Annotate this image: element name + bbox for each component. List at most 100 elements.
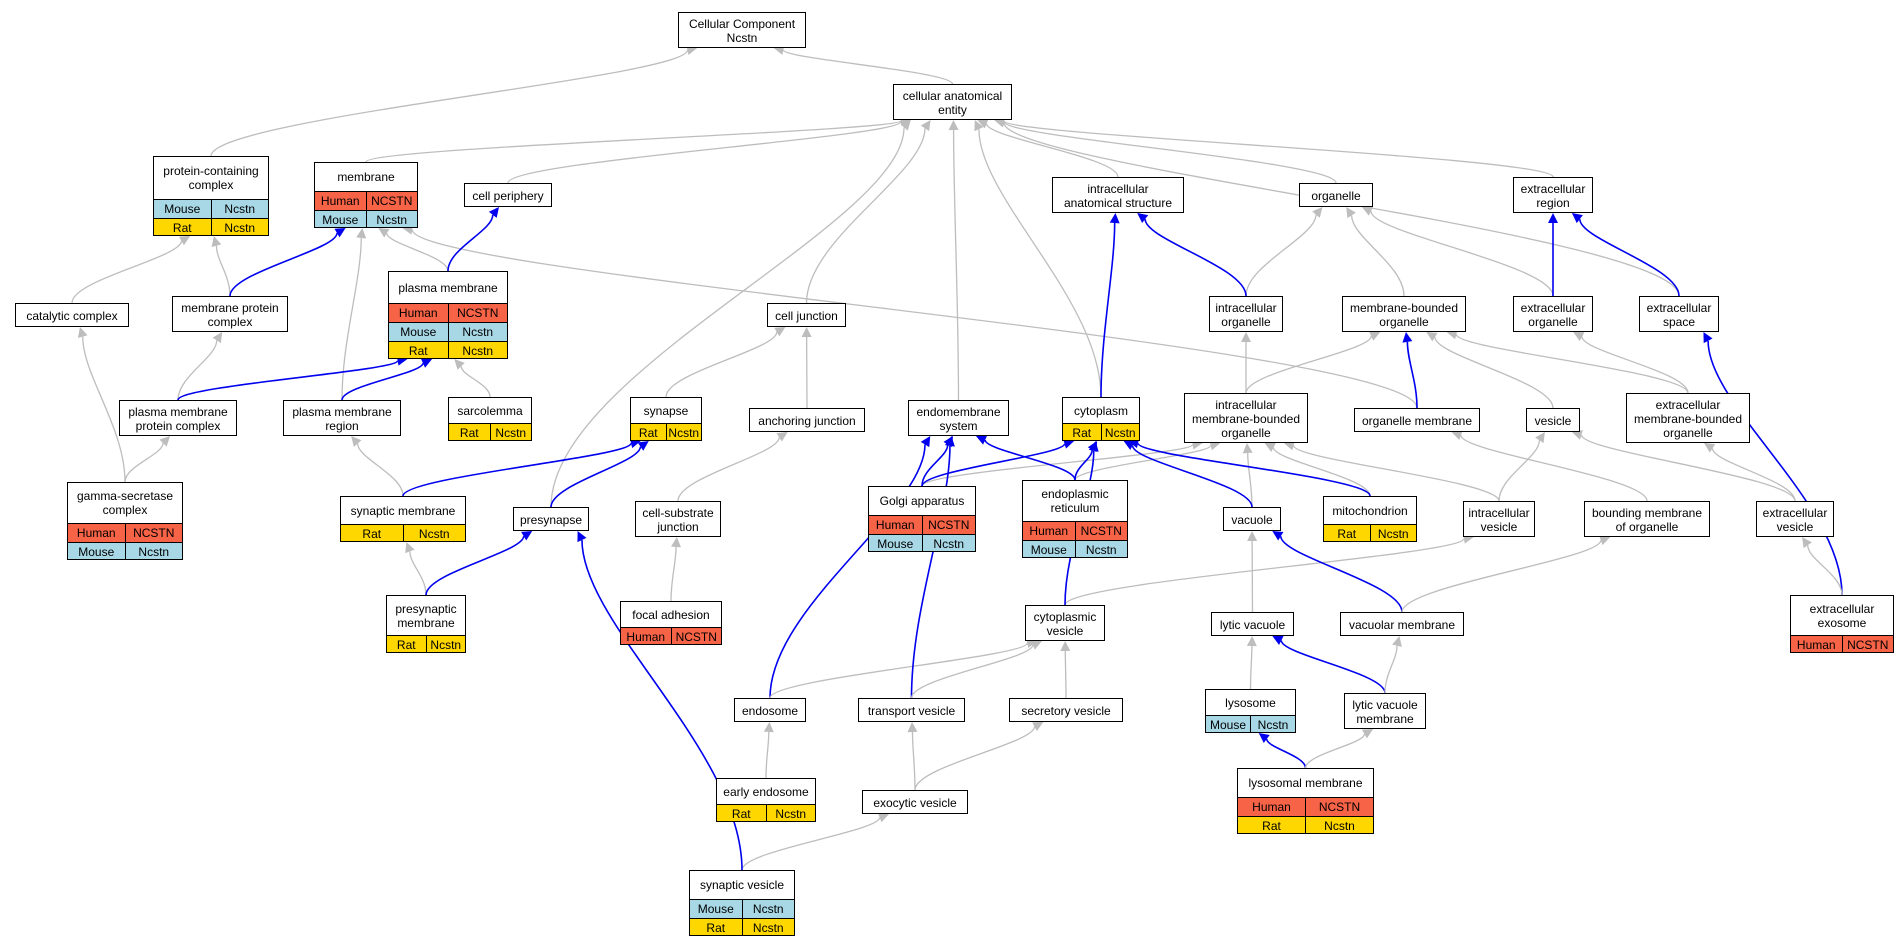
node-label: extracellular membrane-bounded organelle xyxy=(1633,398,1743,440)
edge-exoves-to-transves xyxy=(911,731,916,791)
edge-icves-to-imbo xyxy=(1292,444,1500,502)
node-catcomplex[interactable]: catalytic complex xyxy=(15,303,129,327)
gene-cell: NCSTN xyxy=(124,524,183,542)
edge-orgmem-to-membrane xyxy=(411,229,1418,409)
edge-vesicle-to-mbo xyxy=(1434,336,1554,409)
node-cytves[interactable]: cytoplasmic vesicle xyxy=(1025,605,1105,641)
arrowhead-synapse-to-celljunction xyxy=(774,327,786,337)
node-label: vacuole xyxy=(1231,513,1273,527)
node-lvm[interactable]: lytic vacuole membrane xyxy=(1344,693,1426,729)
species-cell: Mouse xyxy=(322,212,359,227)
arrowhead-mpc-to-pcc xyxy=(211,236,222,247)
species-row: Mouse Ncstn xyxy=(315,210,418,227)
node-label: early endosome xyxy=(723,784,809,799)
species-cell: Rat xyxy=(172,220,192,235)
node-exoves[interactable]: exocytic vesicle xyxy=(862,790,968,814)
node-vesicle[interactable]: vesicle xyxy=(1526,408,1580,432)
node-label: transport vesicle xyxy=(867,704,956,718)
node-icves[interactable]: intracellular vesicle xyxy=(1463,501,1535,537)
edge-ecves-to-ecmbo xyxy=(1711,448,1796,502)
node-intorg[interactable]: intracellular organelle xyxy=(1209,296,1283,332)
edge-gsc-to-pmpc xyxy=(124,442,164,483)
node-endosys[interactable]: endomembrane system xyxy=(908,400,1009,436)
arrowhead-lvm-to-lyticvac xyxy=(1272,636,1284,645)
edge-lysomem-to-lysosome xyxy=(1265,738,1307,769)
node-mpc[interactable]: membrane protein complex xyxy=(172,296,288,332)
arrowhead-focal-to-csj xyxy=(671,537,682,548)
node-ecspace[interactable]: extracellular space xyxy=(1639,296,1719,332)
edge-ecorg-to-organelle xyxy=(1370,211,1554,297)
node-transves[interactable]: transport vesicle xyxy=(858,698,965,722)
node-ecorg[interactable]: extracellular organelle xyxy=(1513,296,1593,332)
edge-organelle-to-cae xyxy=(1003,121,1337,184)
arrowhead-bmo-to-orgmem xyxy=(1451,430,1463,441)
edge-vacmem-to-bmo xyxy=(1401,540,1602,613)
node-ias[interactable]: intracellular anatomical structure xyxy=(1052,177,1184,213)
arrowhead-ecmbo-to-ecorg xyxy=(1573,332,1585,342)
edge-cytoplasm-to-ias xyxy=(1100,222,1116,398)
node-label: sarcolemma xyxy=(457,403,523,418)
species-cell: Mouse xyxy=(1209,717,1247,732)
node-imbo[interactable]: intracellular membrane-bounded organelle xyxy=(1184,393,1308,443)
node-label: cytoplasm xyxy=(1073,403,1129,418)
node-label: cell junction xyxy=(775,309,838,323)
node-endosome[interactable]: endosome xyxy=(734,698,806,722)
node-vacuole[interactable]: vacuole xyxy=(1223,507,1281,531)
node-lyticvac[interactable]: lytic vacuole xyxy=(1211,612,1294,636)
node-celljunction[interactable]: cell junction xyxy=(767,303,846,327)
edge-membrane-to-cae xyxy=(365,120,902,163)
node-label: Cellular Component Ncstn xyxy=(688,17,796,45)
gene-cell: Ncstn xyxy=(365,211,418,227)
arrowhead-pmpc-to-mpc xyxy=(212,332,223,344)
edge-vacuole-to-cytoplasm xyxy=(1131,445,1253,508)
node-ecves[interactable]: extracellular vesicle xyxy=(1756,501,1834,537)
node-csj[interactable]: cell-substrate junction xyxy=(635,501,721,537)
node-mbo[interactable]: membrane-bounded organelle xyxy=(1342,296,1466,332)
arrowhead-ecspace-to-ecr xyxy=(1571,213,1583,224)
species-cell: Mouse xyxy=(164,201,201,216)
node-ecr[interactable]: extracellular region xyxy=(1513,177,1593,213)
edge-ecmbo-to-mbo xyxy=(1455,333,1689,394)
edge-exosome-to-ecves xyxy=(1807,545,1843,596)
arrowhead-catcomplex-to-pcc xyxy=(178,236,191,246)
species-cell: Human xyxy=(626,629,666,644)
node-root[interactable]: Cellular Component Ncstn xyxy=(678,12,806,48)
node-organelle[interactable]: organelle xyxy=(1299,183,1373,207)
node-pmr[interactable]: plasma membrane region xyxy=(283,400,401,436)
node-bmo[interactable]: bounding membrane of organelle xyxy=(1584,501,1710,537)
gene-cell: Ncstn xyxy=(1305,817,1373,833)
node-presynapse[interactable]: presynapse xyxy=(513,507,589,531)
node-pmpc[interactable]: plasma membrane protein complex xyxy=(119,400,237,436)
edge-mbo-to-organelle xyxy=(1351,215,1405,297)
node-ecmbo[interactable]: extracellular membrane-bounded organelle xyxy=(1626,393,1750,443)
node-secves[interactable]: secretory vesicle xyxy=(1009,698,1123,722)
node-anchjunction[interactable]: anchoring junction xyxy=(749,408,865,432)
arrowhead-exoves-to-secves xyxy=(1032,722,1044,732)
node-cae[interactable]: cellular anatomical entity xyxy=(893,84,1012,120)
node-vacmem[interactable]: vacuolar membrane xyxy=(1340,612,1464,636)
node-cellper[interactable]: cell periphery xyxy=(464,183,552,207)
node-orgmem[interactable]: organelle membrane xyxy=(1354,408,1480,432)
